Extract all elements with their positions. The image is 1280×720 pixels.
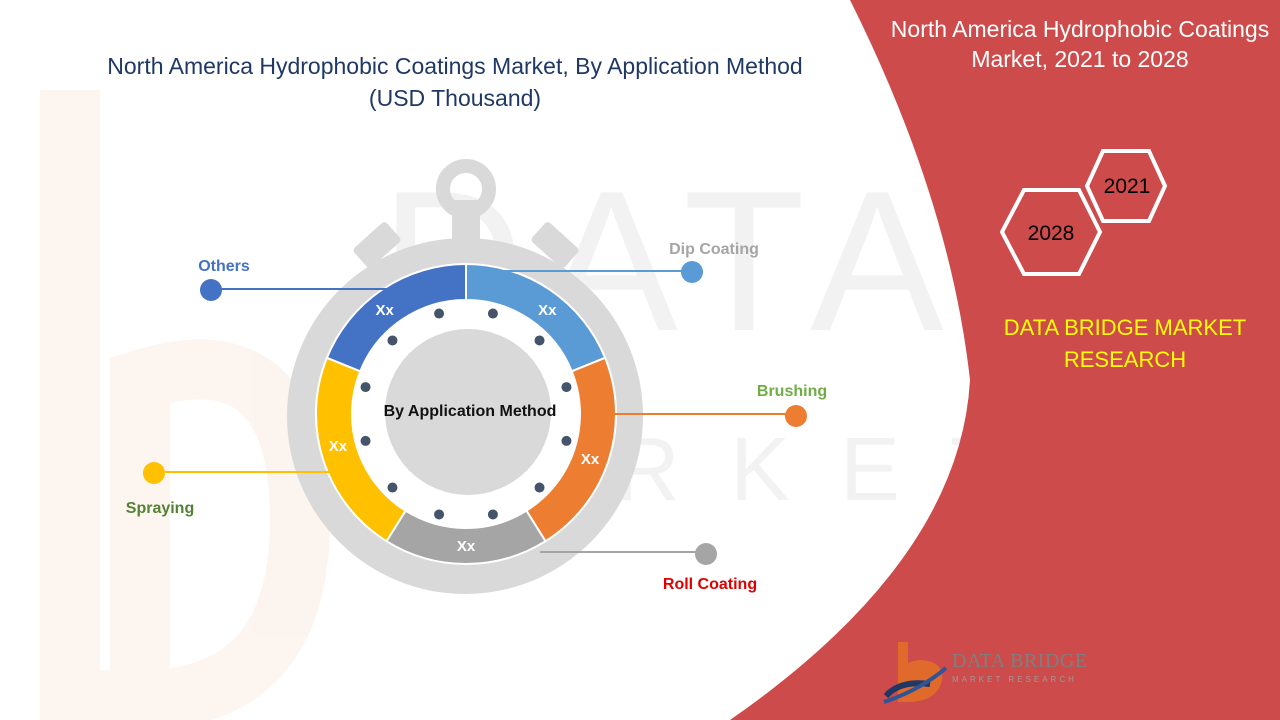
segment-value-roll-coating: Xx <box>457 538 476 555</box>
segment-value-dip-coating: Xx <box>538 302 557 319</box>
legend-label-spraying: Spraying <box>126 500 194 517</box>
segment-others <box>325 262 467 373</box>
tick-dot <box>561 382 572 393</box>
tick-dot <box>487 308 498 319</box>
legend-marker <box>785 405 807 427</box>
tick-dot <box>534 482 545 493</box>
tick-dot <box>434 308 445 319</box>
side-panel-bg <box>730 0 1280 720</box>
center-label: By Application Method <box>384 403 557 420</box>
brand-name: DATA BRIDGE MARKET RESEARCH <box>1003 315 1247 372</box>
tick-dot <box>487 509 498 520</box>
tick-dot <box>434 509 445 520</box>
chart-subtitle: (USD Thousand) <box>368 85 542 111</box>
stopwatch-stem <box>452 200 480 240</box>
segment-value-spraying: Xx <box>329 438 348 455</box>
tick-dot <box>387 482 398 493</box>
year-start: 2021 <box>1104 175 1151 198</box>
chart-title-block: North America Hydrophobic Coatings Marke… <box>60 50 850 114</box>
stopwatch-left-button <box>353 222 401 268</box>
tick-dots <box>360 308 572 520</box>
stopwatch-right-button <box>531 222 579 268</box>
chart-title: North America Hydrophobic Coatings Marke… <box>107 53 803 79</box>
logo-name: DATA BRIDGE <box>952 650 1088 672</box>
hexagon-2028 <box>999 188 1103 276</box>
legend-label-dip-coating: Dip Coating <box>669 241 759 258</box>
year-end: 2028 <box>1028 222 1075 245</box>
center-disc <box>385 329 551 495</box>
legend-marker <box>681 261 703 283</box>
legend-marker <box>695 543 717 565</box>
tick-dot <box>360 382 371 393</box>
legend-marker <box>143 462 165 484</box>
legend-label-roll-coating: Roll Coating <box>663 576 757 593</box>
legend-label-others: Others <box>198 258 250 275</box>
tick-dot <box>534 335 545 346</box>
hexagon-2021 <box>1084 149 1168 223</box>
logo-tagline: MARKET RESEARCH <box>952 675 1077 684</box>
side-panel-title: North America Hydrophobic Coatings Marke… <box>890 16 1270 72</box>
segment-value-others: Xx <box>376 302 395 319</box>
tick-dot <box>360 435 371 446</box>
legend-label-brushing: Brushing <box>757 383 827 400</box>
tick-dot <box>561 435 572 446</box>
tick-dot <box>387 335 398 346</box>
legend-marker <box>200 279 222 301</box>
logo-mark <box>883 642 948 704</box>
segment-value-brushing: Xx <box>581 451 600 468</box>
